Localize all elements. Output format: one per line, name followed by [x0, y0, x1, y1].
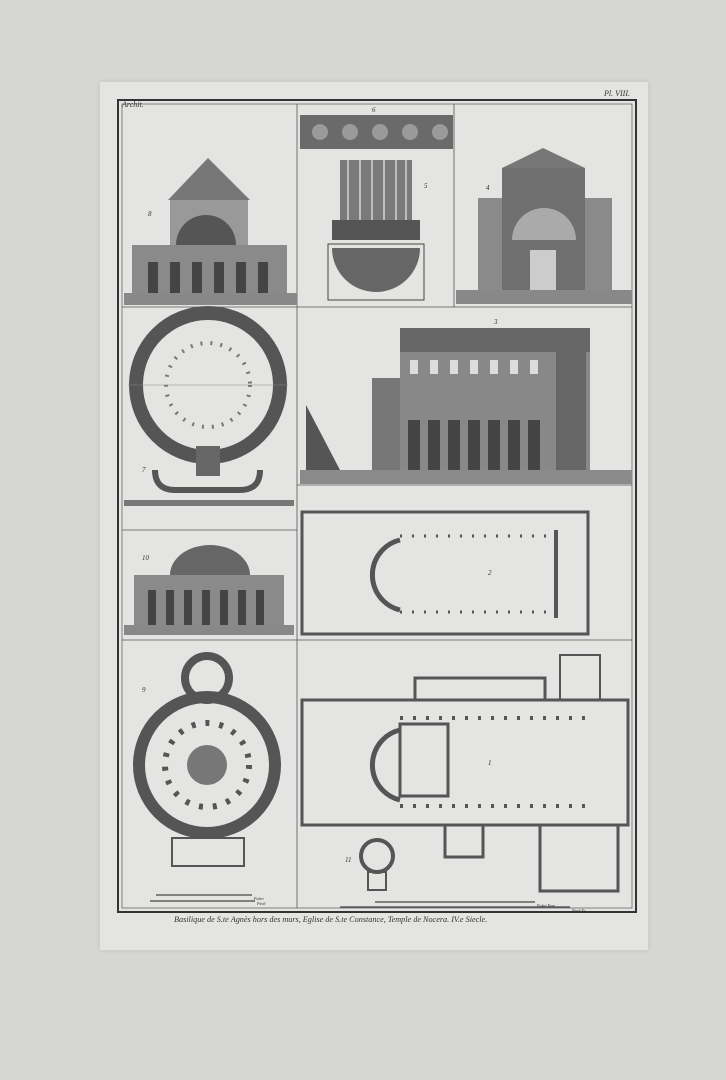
figure-number: 7 [142, 466, 146, 474]
figure-number: 11 [345, 856, 351, 864]
plate-caption: Basilique de S.te Agnès hors des murs, E… [174, 915, 487, 924]
figure-number: 9 [142, 686, 146, 694]
column-capital [327, 160, 425, 301]
scale-label: Palmi Rom. [536, 903, 556, 908]
rotunda-plan [124, 306, 294, 506]
church-plan [300, 654, 630, 893]
figure-number: 6 [372, 106, 376, 114]
temple-section [456, 148, 632, 304]
figure-number: 10 [142, 554, 150, 562]
figure-number: 5 [424, 182, 428, 190]
plate-inner-border [121, 103, 633, 909]
scale-bars [150, 894, 570, 908]
scale-label: Piedi Fr. [571, 908, 586, 913]
rotunda-section [124, 158, 297, 305]
small-rotunda-section [124, 545, 294, 635]
figure-number: 2 [488, 569, 492, 577]
basilica-section [300, 328, 632, 484]
round-temple-plan [133, 652, 281, 867]
header-left: Archit. [121, 100, 144, 109]
panel-dividers [122, 104, 632, 908]
header-right: Pl. VIII. [603, 89, 630, 98]
basilica-plan [300, 510, 590, 636]
figure-number: 4 [486, 184, 490, 192]
figure-number: 3 [493, 318, 498, 326]
scale-label: Palmi [253, 896, 264, 901]
figure-number: 8 [148, 210, 152, 218]
figure-number: 1 [488, 759, 492, 767]
scale-label: Piedi [256, 901, 265, 906]
plate-border [117, 99, 637, 913]
small-plan [359, 838, 395, 891]
